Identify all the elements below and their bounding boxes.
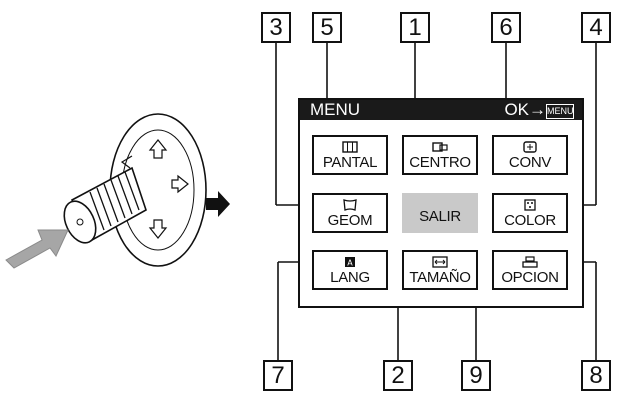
convergence-icon (523, 141, 537, 153)
menu-item-label: CENTRO (409, 154, 471, 171)
menu-item-color[interactable]: COLOR (492, 193, 568, 233)
menu-item-conv[interactable]: CONV (492, 135, 568, 175)
knob-center (76, 218, 84, 226)
bezel-arrow-down-icon (148, 219, 168, 239)
menu-item-label: GEOM (327, 212, 373, 229)
bezel-arrow-right-icon (171, 174, 189, 194)
control-button-illustration (63, 113, 207, 267)
callout-9: 9 (461, 360, 491, 391)
option-icon (522, 256, 538, 268)
size-icon (432, 256, 448, 268)
callout-5: 5 (312, 12, 342, 43)
callout-8: 8 (581, 360, 611, 391)
menu-item-centro[interactable]: CENTRO (402, 135, 478, 175)
menu-item-opcion[interactable]: OPCION (492, 250, 568, 290)
menu-item-lang[interactable]: A LANG (312, 250, 388, 290)
menu-item-label: LANG (330, 269, 370, 286)
knob-face (63, 200, 97, 244)
menu-header: MENU OK→MENU (300, 100, 582, 120)
press-arrow-icon (5, 229, 69, 269)
menu-item-salir[interactable]: SALIR (402, 193, 478, 233)
callout-7: 7 (263, 360, 293, 391)
menu-item-pantal[interactable]: PANTAL (312, 135, 388, 175)
callout-3: 3 (261, 12, 291, 43)
geometry-icon (343, 199, 357, 211)
ok-hint: OK→MENU (504, 100, 574, 120)
menu-title: MENU (310, 100, 361, 119)
callout-4: 4 (581, 12, 611, 43)
svg-text:A: A (347, 259, 353, 268)
bezel-arrow-up-icon (148, 139, 168, 159)
language-icon: A (345, 257, 355, 268)
callout-1: 1 (400, 12, 430, 43)
flow-arrow-icon (206, 191, 230, 217)
callout-6: 6 (491, 12, 521, 43)
menu-item-label: COLOR (504, 212, 556, 229)
osd-menu: MENU OK→MENU PANTAL CENTRO CONV GEOM SAL… (298, 98, 584, 308)
menu-item-label: CONV (508, 154, 552, 171)
knob-ridges (89, 171, 140, 231)
bezel-arrow-left-icon (120, 155, 133, 169)
center-icon (432, 142, 448, 152)
callout-2: 2 (383, 360, 413, 391)
menu-item-tamano[interactable]: TAMAÑO (402, 250, 478, 290)
ok-hint-text: OK→ (504, 100, 546, 119)
menu-item-geom[interactable]: GEOM (312, 193, 388, 233)
menu-item-label: TAMAÑO (409, 269, 471, 286)
menu-item-label: OPCION (501, 269, 559, 286)
screen-icon (342, 141, 358, 153)
menu-key-icon: MENU (546, 104, 574, 119)
menu-item-label: PANTAL (322, 154, 378, 171)
color-icon (524, 199, 536, 211)
menu-item-label: SALIR (419, 208, 461, 225)
